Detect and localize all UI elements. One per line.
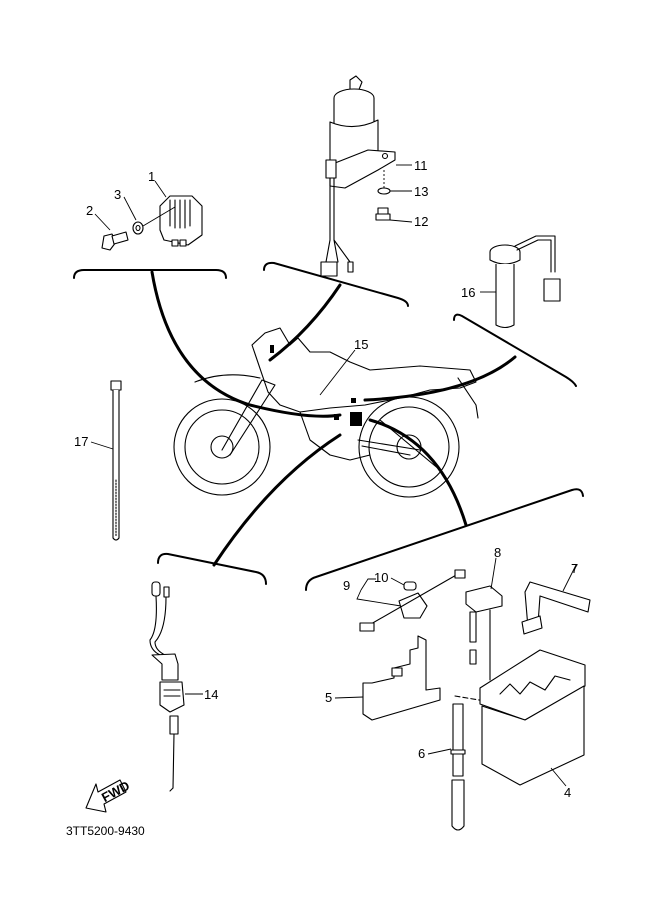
callout-leader-2: [94, 213, 111, 231]
starter-relay-drawing: [465, 585, 503, 681]
callout-5: 5: [325, 690, 332, 705]
neutral-switch-drawing: [149, 581, 185, 792]
bracket-main-switch-group: [263, 261, 409, 307]
bracket-rectifier-group: [73, 269, 227, 279]
cable-tie-drawing: [110, 380, 122, 541]
drawing-code: 3TT5200-9430: [66, 824, 145, 838]
callout-10: 10: [374, 570, 388, 585]
callout-9: 9: [343, 578, 350, 593]
bolt-12-drawing: [375, 207, 413, 223]
callout-17: 17: [74, 434, 88, 449]
callout-leader-3: [123, 196, 137, 221]
leader-main-switch: [268, 283, 342, 362]
callout-14: 14: [204, 687, 218, 702]
callout-leader-8: [490, 557, 497, 590]
leader-neutral-switch: [212, 433, 342, 567]
bracket-fuel-sender-group: [453, 313, 577, 387]
callout-leader-6: [427, 748, 452, 755]
callout-leader-5: [334, 696, 364, 699]
leader-battery: [368, 418, 468, 527]
motorcycle-outline: [173, 327, 479, 498]
callout-leader-10: [390, 577, 405, 586]
fuse-holder-drawing: [356, 569, 466, 632]
callout-13: 13: [414, 184, 428, 199]
battery-drawing: [479, 649, 586, 786]
callout-leader-15: [319, 349, 356, 396]
callout-leader-17: [90, 441, 114, 450]
callout-7: 7: [571, 561, 578, 576]
callout-2: 2: [86, 203, 93, 218]
washer-13-drawing: [377, 170, 412, 195]
callout-1: 1: [148, 169, 155, 184]
callout-leader-4: [550, 767, 567, 787]
callout-8: 8: [494, 545, 501, 560]
bracket-neutral-switch-group: [157, 552, 267, 585]
callout-4: 4: [564, 785, 571, 800]
callout-11: 11: [414, 158, 428, 173]
main-switch-drawing: [320, 75, 396, 277]
callout-6: 6: [418, 746, 425, 761]
leader-rectifier: [150, 270, 342, 418]
washer-3-drawing: [132, 206, 176, 235]
bolt-2-drawing: [101, 231, 129, 251]
callout-leader-1: [154, 180, 167, 198]
callout-15: 15: [354, 337, 368, 352]
fwd-direction-arrow-icon: [85, 779, 127, 813]
callout-16: 16: [461, 285, 475, 300]
leader-fuel-sender: [363, 355, 517, 402]
callout-leader-7: [562, 564, 577, 592]
battery-case-drawing: [362, 635, 441, 721]
callout-12: 12: [414, 214, 428, 229]
fwd-label: FWD: [99, 778, 132, 805]
rectifier-regulator-drawing: [159, 195, 203, 247]
callout-3: 3: [114, 187, 121, 202]
bracket-battery-group: [305, 488, 584, 591]
fuel-sender-drawing: [489, 235, 561, 329]
battery-band-drawing: [521, 581, 591, 635]
